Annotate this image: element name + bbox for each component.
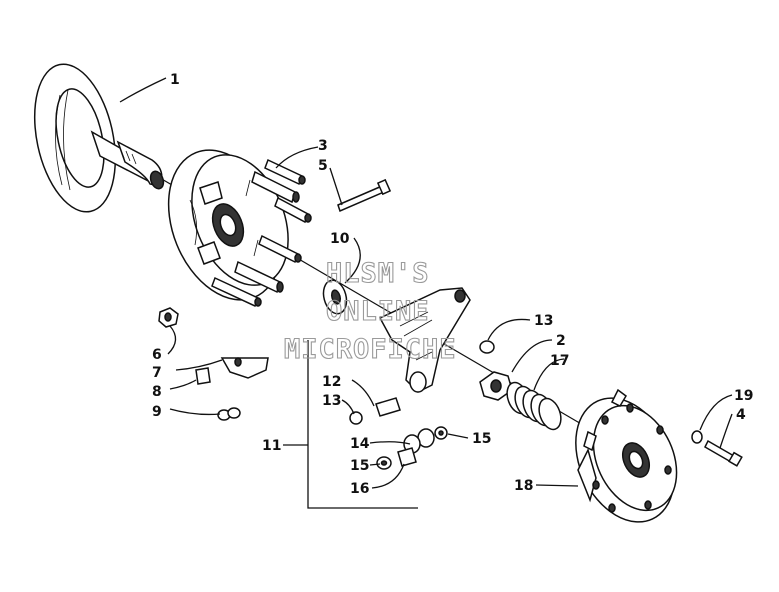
part-17-spring (506, 381, 562, 431)
watermark-line-1: HLSM'S (326, 258, 430, 289)
callout-17: 17 (550, 353, 569, 369)
callout-9: 9 (152, 404, 162, 420)
callout-13-lower: 13 (322, 393, 341, 409)
callout-11: 11 (262, 438, 281, 454)
callout-12: 12 (322, 374, 341, 390)
callout-16: 16 (350, 481, 369, 497)
callout-4: 4 (736, 407, 746, 423)
part-10-washer (322, 279, 348, 315)
callout-10: 10 (330, 231, 350, 247)
part-11-arm (378, 287, 471, 393)
part-15-washer-left (376, 456, 392, 470)
watermark-line-3: MICROFICHE (284, 334, 457, 365)
part-3-spider-assembly (167, 149, 312, 308)
callout-19: 19 (734, 388, 753, 404)
part-16-roller-small (397, 447, 417, 467)
part-6-nut (158, 307, 179, 328)
part-4-bolt (704, 439, 743, 467)
leader-lines (119, 77, 733, 509)
part-1-sheave (33, 63, 165, 213)
callout-18: 18 (514, 478, 533, 494)
callout-1: 1 (170, 72, 180, 88)
part-12-roller-pin (375, 397, 401, 417)
watermark: HLSM'S ONLINE MICROFICHE (283, 257, 457, 365)
callout-labels: 1 3 5 10 6 7 8 9 11 12 13 13 2 17 14 15 … (152, 72, 753, 497)
part-18-hub (575, 388, 678, 523)
part-13-bushing (479, 340, 495, 354)
part-5-bolt (337, 178, 392, 213)
callout-7: 7 (152, 365, 162, 381)
callout-14: 14 (350, 436, 370, 452)
part-19-washer (691, 430, 703, 444)
part-13-bushing-small (349, 411, 363, 425)
part-9-washers (217, 407, 241, 421)
callout-15-left: 15 (350, 458, 369, 474)
callout-6: 6 (152, 347, 162, 363)
callout-5: 5 (318, 158, 328, 174)
callout-15-right: 15 (472, 431, 491, 447)
watermark-line-2: ONLINE (326, 296, 430, 327)
callout-8: 8 (152, 384, 162, 400)
callout-3: 3 (318, 138, 328, 154)
part-8-pin (195, 367, 211, 385)
part-7-lever (220, 357, 269, 379)
part-15-washer-right (434, 426, 448, 440)
callout-2: 2 (556, 333, 566, 349)
callout-13-upper: 13 (534, 313, 553, 329)
